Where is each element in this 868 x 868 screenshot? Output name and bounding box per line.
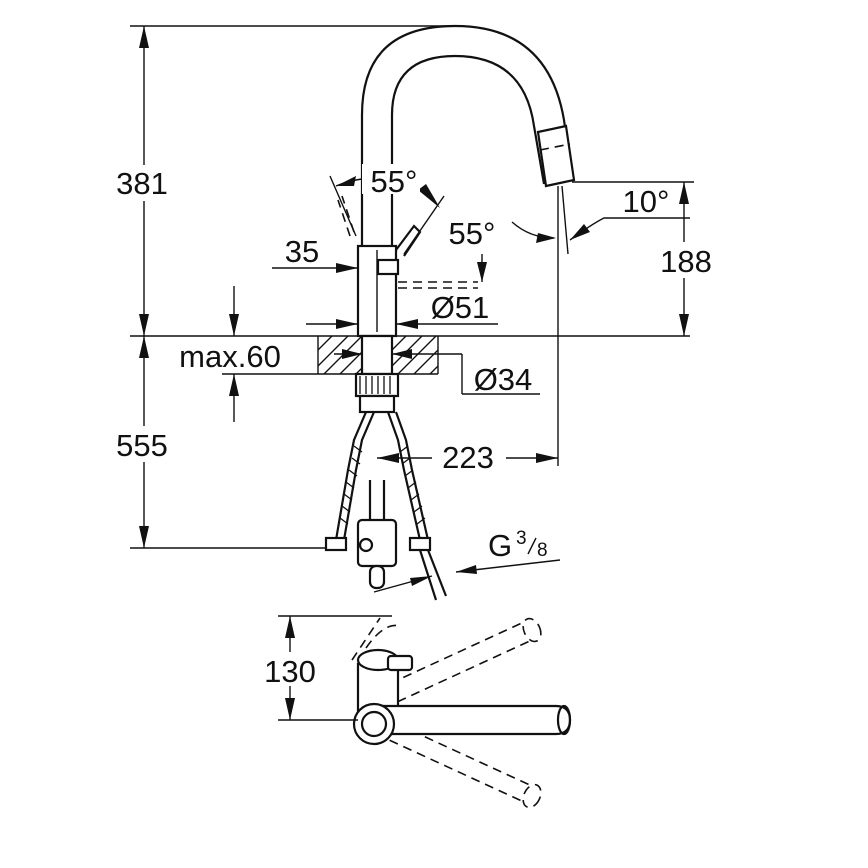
dimension-deck-thickness: max.60 [172,286,318,422]
label-55-side: 55° [449,216,496,251]
top-view [278,615,572,809]
top-view-rotation-outlines [351,617,542,809]
dimension-reach: 223 [377,186,559,475]
label-35: 35 [285,234,319,269]
dimension-spout-height: 188 [654,182,716,336]
faucet-lever [337,195,478,289]
dimension-spray-angle: 10° [511,181,694,255]
label-max-60: max.60 [179,339,281,374]
label-10-deg: 10° [623,184,670,219]
label-55-top: 55° [371,164,418,199]
dimension-lever-angle-side: 55° [449,216,496,282]
label-diameter-51: Ø51 [431,290,490,325]
label-connection-numerator: 3 [516,528,527,549]
dimension-lever-offset: 35 [272,234,358,273]
faucet-spout [360,24,576,248]
label-connection-denominator: 8 [537,540,548,561]
label-connection-g: G [488,528,512,563]
label-223: 223 [442,440,494,475]
label-diameter-34: Ø34 [474,362,533,397]
label-130: 130 [264,654,316,689]
dimension-hole-diameter: Ø34 [334,349,540,397]
dimension-lever-angle-top: 55° [329,164,445,255]
mounting-nut [354,372,400,414]
dimension-below-deck: 555 [110,336,326,549]
dimension-height-total: 381 [110,25,455,336]
label-381: 381 [116,166,168,201]
supply-hoses [324,411,448,601]
dimension-connection-thread: G 3 8 [373,528,561,593]
faucet-body [356,244,398,376]
countertop [130,335,690,375]
dimension-body-diameter: Ø51 [306,290,498,329]
label-555: 555 [116,428,168,463]
label-188: 188 [660,244,712,279]
dimension-top-view-depth: 130 [256,616,324,720]
